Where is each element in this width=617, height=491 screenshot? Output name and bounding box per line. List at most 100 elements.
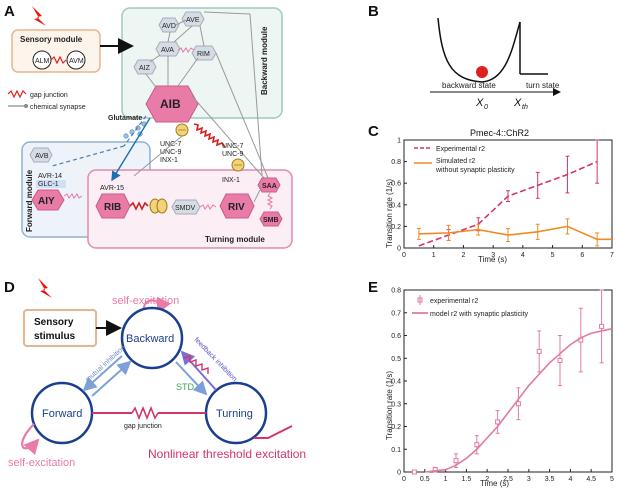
chart-e-legend: experimental r2 model r2 with synaptic p… bbox=[412, 295, 529, 318]
chart-c-s1-line bbox=[418, 225, 612, 241]
conn-rim-saa bbox=[215, 52, 269, 179]
neuron-riv-label: RIV bbox=[228, 202, 245, 213]
chart-e-xtick-label-5: 2.5 bbox=[503, 476, 513, 483]
backward-state-label: backward state bbox=[442, 81, 496, 90]
chart-e-s1-line bbox=[424, 327, 613, 473]
chart-c-xtick-label-7: 7 bbox=[610, 252, 614, 259]
backward-node-label: Backward bbox=[126, 333, 174, 345]
x0-subscript: 0 bbox=[484, 104, 488, 111]
x0-label: X bbox=[475, 97, 484, 109]
chart-c-xtick-label-0: 0 bbox=[402, 252, 406, 259]
chart-e-xtick-label-8: 4 bbox=[568, 476, 572, 483]
panel-a: Sensory module ALM AVM gap junction chem… bbox=[7, 6, 293, 249]
neuron-aiz-label: AIZ bbox=[139, 65, 151, 72]
unc-right-3: INX-1 bbox=[222, 177, 240, 184]
chart-e-xtick-label-9: 4.5 bbox=[586, 476, 596, 483]
neuron-aiy-label: AIY bbox=[38, 196, 55, 207]
chart-e-s0-point-3 bbox=[474, 442, 480, 448]
nonlinear-label: Nonlinear threshold excitation bbox=[148, 447, 306, 461]
unc-right-1: UNC-7 bbox=[222, 143, 243, 150]
glutamate-label: Glutamate bbox=[108, 115, 142, 122]
chart-c-ylabel: Transition rate (1/s) bbox=[385, 179, 394, 248]
chart-e-ytick-label-7: 0.7 bbox=[391, 310, 401, 317]
chart-c-ytick-label-2: 0.4 bbox=[391, 202, 401, 209]
turning-node-label: Turning bbox=[216, 408, 253, 420]
neuron-rib-label: RIB bbox=[104, 202, 121, 213]
chart-e-ytick-label-0: 0 bbox=[397, 470, 401, 477]
feedback-inhibition-label: feedback inhibition bbox=[193, 337, 238, 384]
chart-e-ytick-label-1: 0.1 bbox=[391, 447, 401, 454]
conn-ava-aiz bbox=[149, 54, 161, 63]
turning-module-label: Turning module bbox=[205, 235, 265, 244]
std-zigzag bbox=[183, 355, 209, 374]
legend-c-sim-label-1: Simulated r2 bbox=[436, 158, 475, 165]
neuron-saa-label: SAA bbox=[262, 183, 277, 190]
neuron-avm bbox=[66, 50, 86, 70]
gap-junction-label-d: gap junction bbox=[124, 423, 162, 430]
neuron-avd bbox=[158, 17, 180, 33]
gap-junction-alm-avm bbox=[50, 55, 67, 65]
chart-e-ytick-label-5: 0.5 bbox=[391, 356, 401, 363]
unc-left-3: INX-1 bbox=[160, 157, 178, 164]
conn-aib-aiz bbox=[145, 73, 159, 91]
chart-e-xtick-label-1: 0.5 bbox=[420, 476, 430, 483]
chart-c-ytick-label-3: 0.6 bbox=[391, 181, 401, 188]
panel-letter-a: A bbox=[4, 3, 15, 20]
chart-e-s0-point-9 bbox=[599, 323, 605, 329]
stimulus-label: stimulus bbox=[34, 331, 76, 342]
backward-module-label: Backward module bbox=[260, 26, 269, 95]
unc-left-2: UNC-9 bbox=[160, 149, 181, 156]
forward-to-backward-arrow bbox=[91, 360, 132, 397]
state-ball bbox=[476, 66, 488, 78]
gap-junction-rib-smdv bbox=[129, 201, 149, 211]
chart-c-title: Pmec-4::ChR2 bbox=[470, 128, 529, 138]
panel-letter-e: E bbox=[368, 279, 378, 296]
dashed-avb-line bbox=[51, 145, 125, 167]
chart-c-xtick-label-6: 6 bbox=[580, 252, 584, 259]
legend-chemical-synapse-label: chemical synapse bbox=[30, 104, 86, 111]
neuron-rib bbox=[95, 193, 131, 219]
sensory-label: Sensory bbox=[34, 317, 74, 328]
lightning-icon bbox=[32, 6, 46, 26]
chart-c-ytick-label-0: 0 bbox=[397, 246, 401, 253]
neuron-aiy bbox=[31, 189, 65, 211]
conn-aib-saa bbox=[191, 95, 265, 179]
legend-chemical-synapse-dot bbox=[24, 104, 28, 108]
conn-riv-saa bbox=[253, 189, 261, 203]
chart-c-xtick-label-1: 1 bbox=[432, 252, 436, 259]
chart-e-xtick-label-7: 3.5 bbox=[545, 476, 555, 483]
gap-junction-smdv-riv bbox=[199, 204, 217, 210]
conn-ave-rim bbox=[199, 25, 205, 47]
legend-c-exp-label: Experimental r2 bbox=[436, 146, 485, 153]
backward-node bbox=[120, 306, 184, 370]
gap-junction-aib-riv bbox=[193, 123, 226, 148]
neuron-smdv-label: SMDV bbox=[175, 205, 196, 212]
neuron-avb bbox=[29, 147, 53, 163]
panel-d: Sensory stimulus self-excitation Backwar… bbox=[8, 278, 306, 469]
chart-e-s0-point-2 bbox=[453, 458, 459, 464]
chart-c-ytick-label-5: 1 bbox=[397, 138, 401, 145]
chart-c-xtick-label-3: 3 bbox=[491, 252, 495, 259]
unc-cluster-left: UNC-7 UNC-9 INX-1 bbox=[160, 123, 189, 164]
unc-cluster-rib-smdv bbox=[149, 198, 168, 214]
glutamate-to-avb-dashed bbox=[123, 115, 147, 147]
neuron-ava bbox=[155, 41, 181, 57]
conn-ave-ava bbox=[173, 25, 193, 43]
neuron-aib bbox=[145, 85, 199, 123]
lightning-icon-d bbox=[38, 278, 52, 298]
chart-e-ytick-label-2: 0.2 bbox=[391, 424, 401, 431]
forward-node-label: Forward bbox=[42, 408, 82, 420]
gap-junction-ava-rim bbox=[177, 47, 195, 53]
forward-module-label: Forward module bbox=[25, 169, 34, 232]
std-label: STD bbox=[176, 382, 195, 392]
neuron-avm-label: AVM bbox=[69, 58, 84, 65]
neuron-alm-label: ALM bbox=[35, 58, 50, 65]
chart-e-xlabel: Time (s) bbox=[480, 479, 509, 488]
backward-to-turning-arrow bbox=[175, 361, 208, 396]
legend-gap-junction-label: gap junction bbox=[30, 92, 68, 99]
chart-e-xtick-label-3: 1.5 bbox=[462, 476, 472, 483]
aib-to-avr15-arrow bbox=[111, 117, 151, 182]
neuron-glc1-label-overlay: GLC-1 bbox=[38, 181, 59, 188]
neuron-ave-label: AVE bbox=[186, 17, 200, 24]
